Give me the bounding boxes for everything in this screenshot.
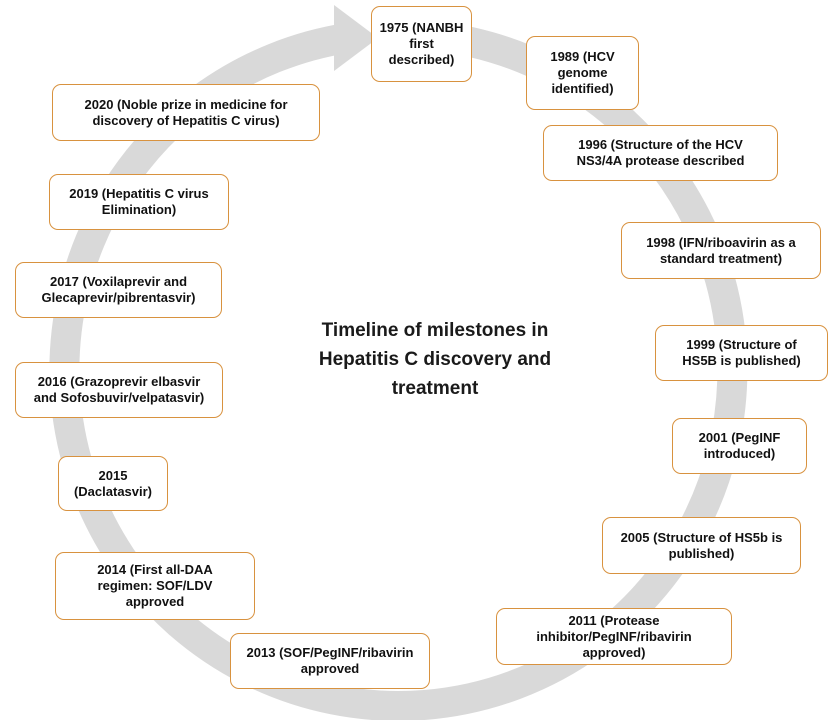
milestone-1975: 1975 (NANBH first described) — [371, 6, 472, 82]
ring-arrowhead — [334, 5, 378, 71]
milestone-2013: 2013 (SOF/PegINF/ribavirin approved — [230, 633, 430, 689]
milestone-1999: 1999 (Structure of HS5B is published) — [655, 325, 828, 381]
milestone-1998: 1998 (IFN/riboavirin as a standard treat… — [621, 222, 821, 279]
milestone-2020: 2020 (Noble prize in medicine for discov… — [52, 84, 320, 141]
milestone-2015: 2015 (Daclatasvir) — [58, 456, 168, 511]
ring-arc — [49, 18, 748, 720]
milestone-2017: 2017 (Voxilaprevir and Glecaprevir/pibre… — [15, 262, 222, 318]
diagram-title: Timeline of milestones in Hepatitis C di… — [318, 320, 552, 399]
milestone-2019: 2019 (Hepatitis C virus Elimination) — [49, 174, 229, 230]
milestone-2001: 2001 (PegINF introduced) — [672, 418, 807, 474]
milestone-2014: 2014 (First all-DAA regimen: SOF/LDV app… — [55, 552, 255, 620]
milestone-1996: 1996 (Structure of the HCV NS3/4A protea… — [543, 125, 778, 181]
milestone-2016: 2016 (Grazoprevir elbasvir and Sofosbuvi… — [15, 362, 223, 418]
milestone-2005: 2005 (Structure of HS5b is published) — [602, 517, 801, 574]
milestone-1989: 1989 (HCV genome identified) — [526, 36, 639, 110]
milestone-2011: 2011 (Protease inhibitor/PegINF/ribaviri… — [496, 608, 732, 665]
